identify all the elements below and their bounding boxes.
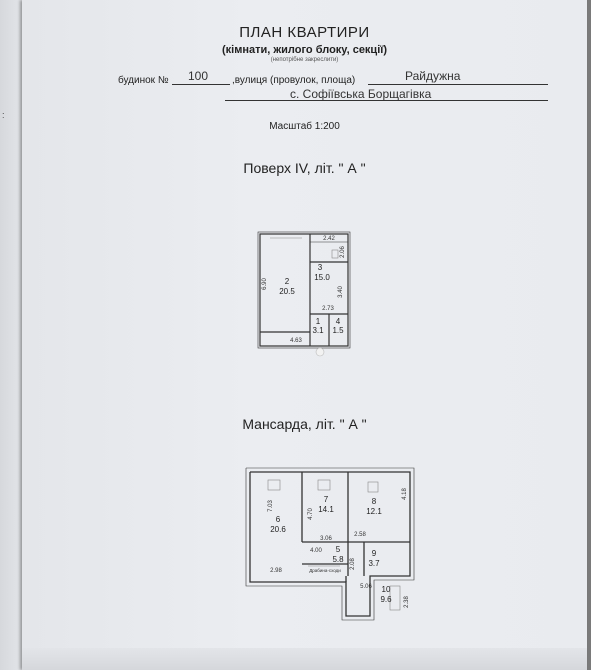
attic-room-10-area: 9.6 xyxy=(380,595,392,604)
street-underline xyxy=(368,84,548,85)
floor4-room-1-num: 1 xyxy=(316,317,321,326)
attic-dim-2: 4.70 xyxy=(308,508,314,520)
building-number: 100 xyxy=(188,69,209,83)
floor4-plan: 2.42 2.06 6.90 3.40 2.73 4.63 2 20.5 3 1… xyxy=(257,231,351,357)
floor4-dim-1: 2.42 xyxy=(323,236,335,242)
document-subtitle: (кімнати, жилого блоку, секції) xyxy=(221,44,388,56)
floor4-room-2-num: 2 xyxy=(285,277,290,286)
attic-dim-10: 2.38 xyxy=(404,596,410,608)
margin-mark: : xyxy=(2,110,5,120)
attic-room-10-num: 10 xyxy=(382,585,391,594)
attic-outer-wall xyxy=(249,471,411,617)
floor4-dim-2: 2.06 xyxy=(340,246,346,258)
document-page xyxy=(22,0,587,670)
attic-dim-5: 2.58 xyxy=(354,532,366,538)
floor4-heading: Поверх IV, літ. " А " xyxy=(243,160,366,176)
page-bottom-edge xyxy=(22,648,587,670)
floor4-dim-3: 6.90 xyxy=(262,278,268,290)
attic-dim-3: 4.18 xyxy=(402,488,408,500)
attic-room-6-area: 20.6 xyxy=(270,525,286,534)
attic-dim-7: 2.08 xyxy=(350,558,356,570)
floor4-room-3-num: 3 xyxy=(318,263,323,272)
attic-plan: 7.03 4.70 4.18 3.06 2.58 4.00 2.08 2.98 … xyxy=(245,467,415,621)
building-underline xyxy=(172,84,230,85)
attic-room-9-area: 3.7 xyxy=(368,559,380,568)
floor4-outer-wall xyxy=(259,233,349,347)
attic-stair-note: Драбина-сходи xyxy=(309,568,341,573)
street-name: Райдужна xyxy=(405,69,461,83)
attic-room-8-area: 12.1 xyxy=(366,507,382,516)
attic-dim-4: 3.06 xyxy=(320,536,332,542)
attic-room-5-num: 5 xyxy=(336,545,341,554)
binding-strip xyxy=(0,0,22,670)
entrance-mark xyxy=(315,347,325,357)
attic-room-9-num: 9 xyxy=(372,549,377,558)
attic-heading: Мансарда, літ. " А " xyxy=(242,416,367,432)
floor4-room-2-area: 20.5 xyxy=(279,287,295,296)
floor4-room-4-area: 1.5 xyxy=(332,326,344,335)
scale-label: Масштаб 1:200 xyxy=(269,121,340,132)
floor4-dim-4: 3.40 xyxy=(338,286,344,298)
attic-dim-9: 5.06 xyxy=(360,584,372,590)
floor4-room-3-area: 15.0 xyxy=(314,273,330,282)
floor4-dim-5: 2.73 xyxy=(322,306,334,312)
attic-room-6-num: 6 xyxy=(276,515,281,524)
floor4-dim-6: 4.63 xyxy=(290,338,302,344)
attic-dim-6: 4.00 xyxy=(310,548,322,554)
locality-underline xyxy=(225,100,548,101)
building-label: будинок № xyxy=(118,75,169,86)
floor4-outer-line xyxy=(257,231,351,349)
attic-room-8-num: 8 xyxy=(372,497,377,506)
floor4-room-1-area: 3.1 xyxy=(312,326,324,335)
attic-dim-1: 7.03 xyxy=(268,500,274,512)
floor4-room-4-num: 4 xyxy=(336,317,341,326)
attic-room-5-area: 5.8 xyxy=(332,555,344,564)
locality: с. Софіївська Борщагівка xyxy=(290,87,432,101)
document-title: ПЛАН КВАРТИРИ xyxy=(239,24,370,41)
street-label: ,вулиця (провулок, площа) xyxy=(232,75,356,86)
strike-note: (непотрібне закреслити) xyxy=(270,57,339,63)
attic-dim-8: 2.98 xyxy=(270,568,282,574)
attic-room-7-num: 7 xyxy=(324,495,329,504)
attic-room-7-area: 14.1 xyxy=(318,505,334,514)
